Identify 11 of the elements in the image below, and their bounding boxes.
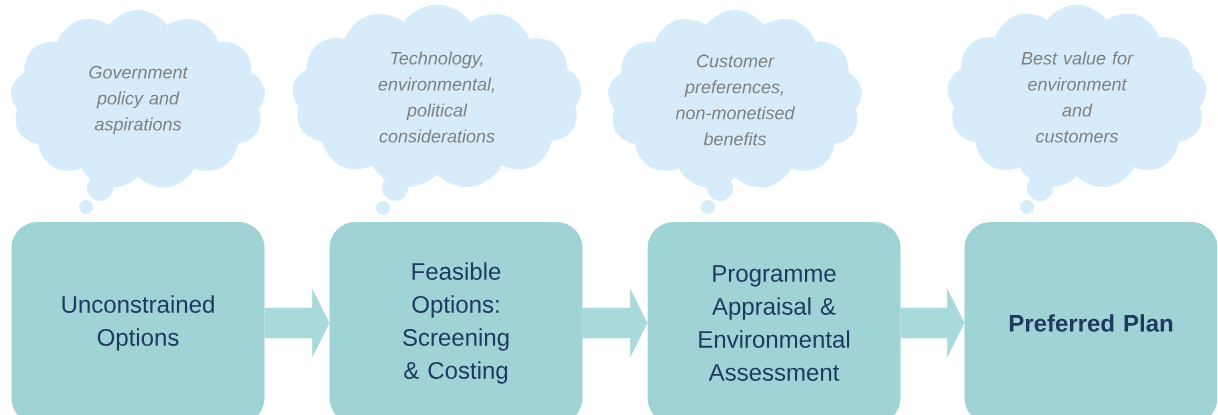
process-box: Programme Appraisal & Environmental Assessment [647,222,901,415]
thought-cloud: Government policy and aspirations [11,10,265,214]
block-arrow [264,288,330,358]
block-arrow [582,288,648,358]
thought-cloud: Technology, environmental, political considerations [292,4,582,215]
thought-cloud: Best value for environment and customers [947,4,1207,214]
process-box: Preferred Plan [964,222,1218,415]
process-box: Unconstrained Options [11,222,265,415]
thought-cloud: Customer preferences, non-monetised benefits [608,10,862,214]
block-arrow [900,288,965,358]
process-box: Feasible Options: Screening & Costing [329,222,583,415]
